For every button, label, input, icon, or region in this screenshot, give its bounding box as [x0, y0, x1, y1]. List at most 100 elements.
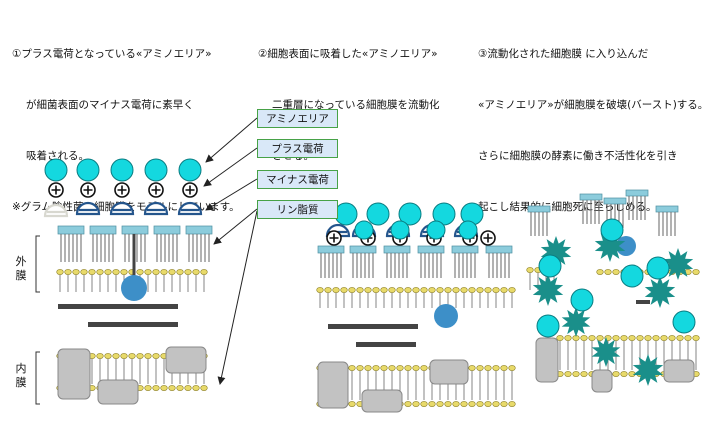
- phospholipid-head: [152, 353, 160, 359]
- phospholipid-head: [484, 287, 492, 293]
- phospholipid-head: [500, 401, 508, 407]
- phospholipid-head: [64, 269, 72, 275]
- plus-charge-cross: [329, 233, 339, 243]
- phospholipid-head: [80, 269, 88, 275]
- plus-charge-cross: [483, 233, 493, 243]
- phospholipid-head: [460, 287, 468, 293]
- panel2-membrane: [316, 202, 516, 413]
- phospholipid-head: [508, 365, 516, 371]
- lps-head: [417, 245, 445, 254]
- amino-area-ball: [44, 158, 68, 182]
- burst-star-icon: [561, 307, 591, 337]
- minus-charge-icon: [177, 201, 203, 216]
- phospholipid-head: [152, 385, 160, 391]
- phospholipid-head: [184, 269, 192, 275]
- peptidoglycan-layer: [88, 322, 178, 327]
- phospholipid-head: [136, 353, 144, 359]
- phospholipid-head: [356, 365, 364, 371]
- phospholipid-head: [412, 287, 420, 293]
- phospholipid-head: [412, 365, 420, 371]
- lps-head: [89, 225, 117, 235]
- phospholipid-head: [500, 287, 508, 293]
- phospholipid-head: [508, 401, 516, 407]
- lps-head: [383, 245, 411, 254]
- phospholipid-head: [420, 365, 428, 371]
- minus-charge-icon: [109, 201, 135, 216]
- membrane-protein-block: [317, 361, 349, 409]
- phospholipid-head: [324, 287, 332, 293]
- plus-charge-cross: [51, 185, 61, 195]
- phospholipid-head: [476, 365, 484, 371]
- legend-plus-label: プラス電荷: [257, 139, 338, 158]
- step1-line3: 吸着される。: [26, 150, 89, 162]
- phospholipid-head: [176, 385, 184, 391]
- phospholipid-head: [564, 335, 572, 341]
- phospholipid-head: [612, 371, 620, 377]
- outer-protein-ball: [121, 275, 147, 301]
- phospholipid-head: [428, 401, 436, 407]
- legend-minus-label: マイナス電荷: [257, 170, 338, 189]
- phospholipid-head: [412, 401, 420, 407]
- phospholipid-head: [316, 287, 324, 293]
- phospholipid-head: [396, 287, 404, 293]
- step1-line2: が細菌表面のマイナス電荷に素早く: [26, 99, 194, 111]
- phospholipid-head: [652, 335, 660, 341]
- phospholipid-head: [168, 269, 176, 275]
- legend-pointer-lines: [203, 117, 258, 385]
- phospholipid-head: [526, 267, 534, 273]
- phospholipid-head: [684, 335, 692, 341]
- peptidoglycan-layer: [58, 304, 178, 309]
- phospholipid-head: [404, 401, 412, 407]
- phospholipid-head: [420, 401, 428, 407]
- phospholipid-head: [484, 365, 492, 371]
- phospholipid-head: [192, 385, 200, 391]
- peptidoglycan-layer: [356, 342, 416, 347]
- phospholipid-head: [476, 401, 484, 407]
- burst-star-icon: [662, 248, 694, 280]
- burst-star-icon: [591, 337, 621, 367]
- phospholipid-head: [460, 401, 468, 407]
- phospholipid-head: [636, 335, 644, 341]
- legend-lipid-label: リン脂質: [257, 200, 338, 219]
- lps-head: [153, 225, 181, 235]
- phospholipid-head: [388, 365, 396, 371]
- phospholipid-head: [112, 269, 120, 275]
- step1-line1: ①プラス電荷となっている«アミノエリア»: [12, 48, 212, 60]
- pointer-amino: [205, 117, 258, 163]
- membrane-protein-block: [57, 348, 91, 400]
- outer-bracket: [35, 235, 40, 293]
- plus-charge-cross: [185, 185, 195, 195]
- phospholipid-head: [580, 371, 588, 377]
- lps-head: [655, 205, 679, 213]
- plus-charge-cross: [151, 185, 161, 195]
- peptidoglycan-layer: [328, 324, 418, 329]
- phospholipid-head: [96, 269, 104, 275]
- phospholipid-head: [348, 365, 356, 371]
- phospholipid-head: [508, 287, 516, 293]
- step3-text: ③流動化された細胞膜 に入り込んだ «アミノエリア»が細胞膜を破壊(バースト)す…: [478, 12, 708, 233]
- outer-protein-ball: [434, 304, 458, 328]
- plus-charge-cross: [117, 185, 127, 195]
- membrane-protein-block: [165, 346, 207, 374]
- lps-head: [121, 225, 149, 235]
- amino-area-ball: [620, 264, 644, 288]
- step3-line1: ③流動化された細胞膜 に入り込んだ: [478, 48, 649, 60]
- phospholipid-head: [628, 335, 636, 341]
- membrane-protein-block: [591, 369, 613, 393]
- phospholipid-head: [404, 287, 412, 293]
- phospholipid-head: [476, 287, 484, 293]
- phospholipid-head: [120, 353, 128, 359]
- phospholipid-head: [96, 353, 104, 359]
- phospholipid-head: [200, 269, 208, 275]
- amino-area-ball: [426, 220, 446, 240]
- lps-head: [603, 197, 627, 205]
- lps-head: [451, 245, 479, 254]
- lps-head: [57, 225, 85, 235]
- panel1-membrane: [35, 158, 213, 405]
- phospholipid-head: [200, 385, 208, 391]
- lps-head: [317, 245, 345, 254]
- phospholipid-head: [588, 335, 596, 341]
- phospholipid-head: [492, 365, 500, 371]
- legend-amino-label: アミノエリア: [257, 109, 338, 128]
